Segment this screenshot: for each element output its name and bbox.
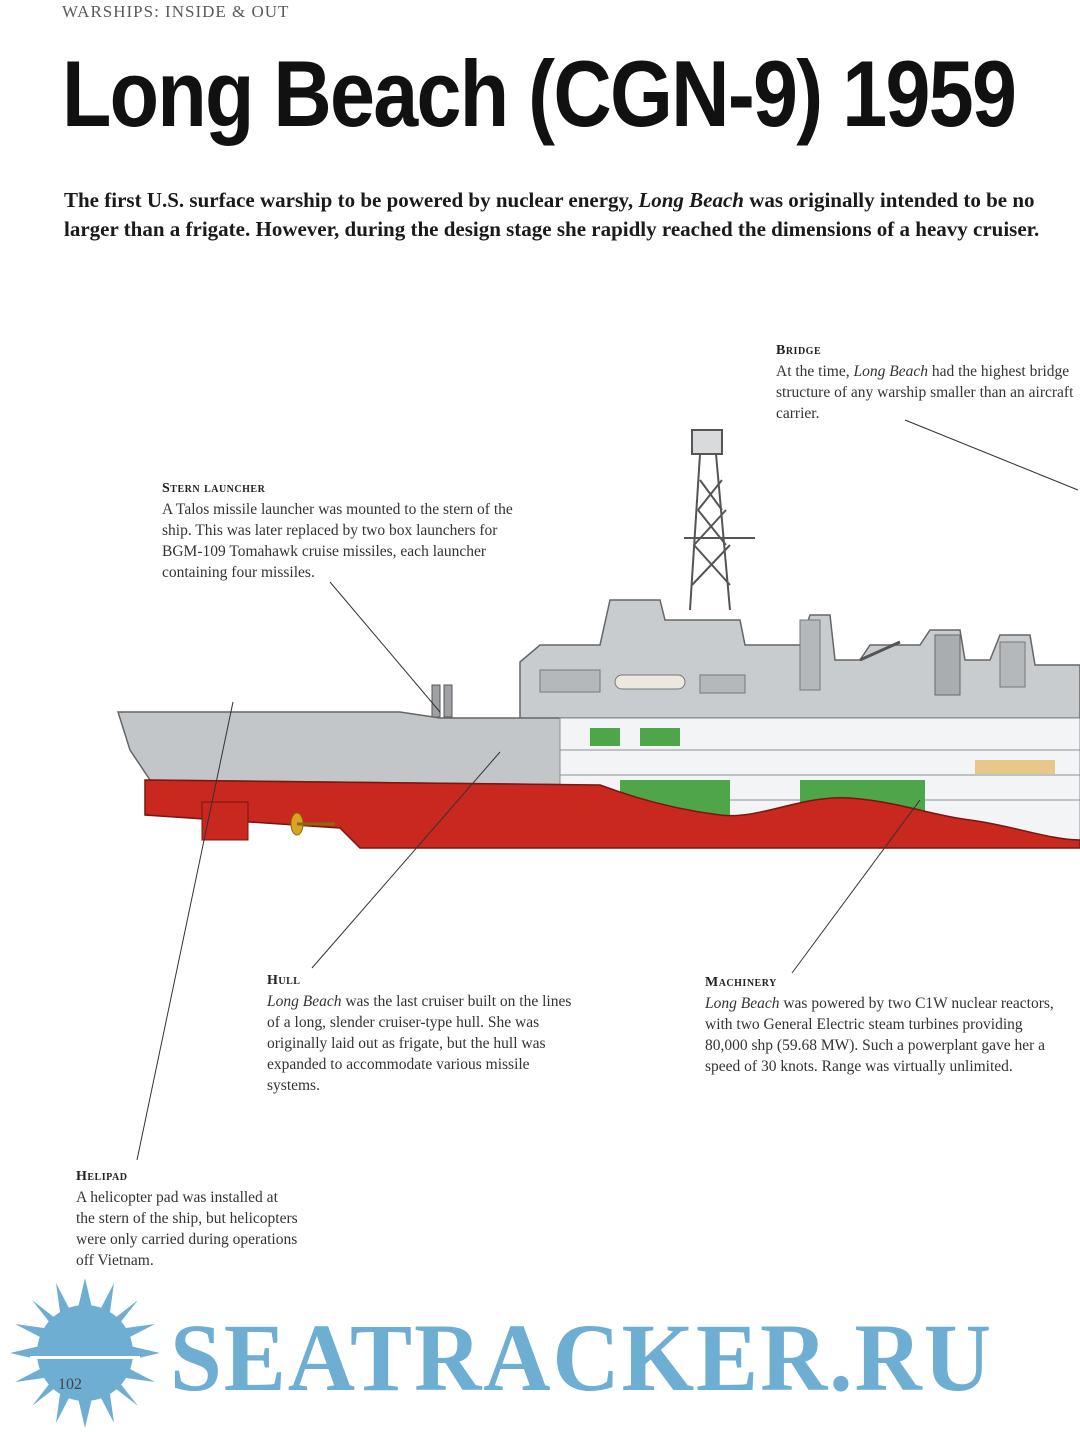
- rudder: [201, 801, 249, 841]
- running-head: Warships: Inside & Out: [62, 2, 290, 21]
- callout-text: A helicopter pad was installed at the st…: [76, 1189, 298, 1269]
- callout-text-part: had the highest bridge structure of any …: [776, 363, 1074, 422]
- superstructure: [519, 599, 1080, 721]
- leader-line-bridge: [904, 419, 1079, 491]
- callout-text: Long Beach was powered by two C1W nuclea…: [705, 993, 1065, 1077]
- page-title: Long Beach (CGN-9) 1959: [62, 41, 1017, 146]
- callout-text-part: At the time,: [776, 363, 850, 380]
- leader-line-stern-launcher: [329, 581, 441, 713]
- callout-text-part: was powered by two C1W nuclear reactors,…: [705, 995, 1054, 1075]
- leader-line-helipad: [136, 701, 234, 1161]
- hull-underwater: [144, 779, 1080, 849]
- callout-stern-launcher: Stern launcher A Talos missile launcher …: [162, 478, 514, 583]
- callout-bridge: Bridge At the time, Long Beach had the h…: [776, 340, 1076, 424]
- callout-text: A Talos missile launcher was mounted to …: [162, 501, 513, 581]
- radar-mast: [684, 429, 755, 611]
- callout-heading: Helipad: [76, 1169, 128, 1184]
- callout-ship-name: Long Beach: [705, 995, 780, 1012]
- intro-text-after: was originally intended to be no larger …: [64, 188, 1040, 241]
- leader-line-machinery: [791, 799, 921, 974]
- watermark-text: SEATRACKER.RU: [170, 1304, 993, 1411]
- intro-ship-name: Long Beach: [638, 188, 744, 212]
- intro-paragraph: The first U.S. surface warship to be pow…: [64, 186, 1054, 244]
- callout-ship-name: Long Beach: [267, 993, 342, 1010]
- intro-text-before: The first U.S. surface warship to be pow…: [64, 188, 634, 212]
- callout-hull: Hull Long Beach was the last cruiser bui…: [267, 970, 582, 1096]
- callout-text: Long Beach was the last cruiser built on…: [267, 991, 582, 1096]
- callout-machinery: Machinery Long Beach was powered by two …: [705, 972, 1065, 1077]
- callout-heading: Hull: [267, 973, 301, 988]
- callout-heading: Bridge: [776, 343, 822, 358]
- sunburst-logo: [10, 1278, 160, 1428]
- callout-text-part: was the last cruiser built on the lines …: [267, 993, 572, 1094]
- callout-ship-name: Long Beach: [853, 363, 928, 380]
- callout-heading: Stern launcher: [162, 481, 266, 496]
- callout-heading: Machinery: [705, 975, 777, 990]
- propeller: [290, 812, 335, 836]
- ship-cutaway-illustration: [116, 429, 1080, 849]
- leader-line-hull: [311, 751, 501, 969]
- callout-text: At the time, Long Beach had the highest …: [776, 361, 1076, 424]
- callout-helipad: Helipad A helicopter pad was installed a…: [76, 1166, 298, 1271]
- page-number: 102: [58, 1376, 82, 1393]
